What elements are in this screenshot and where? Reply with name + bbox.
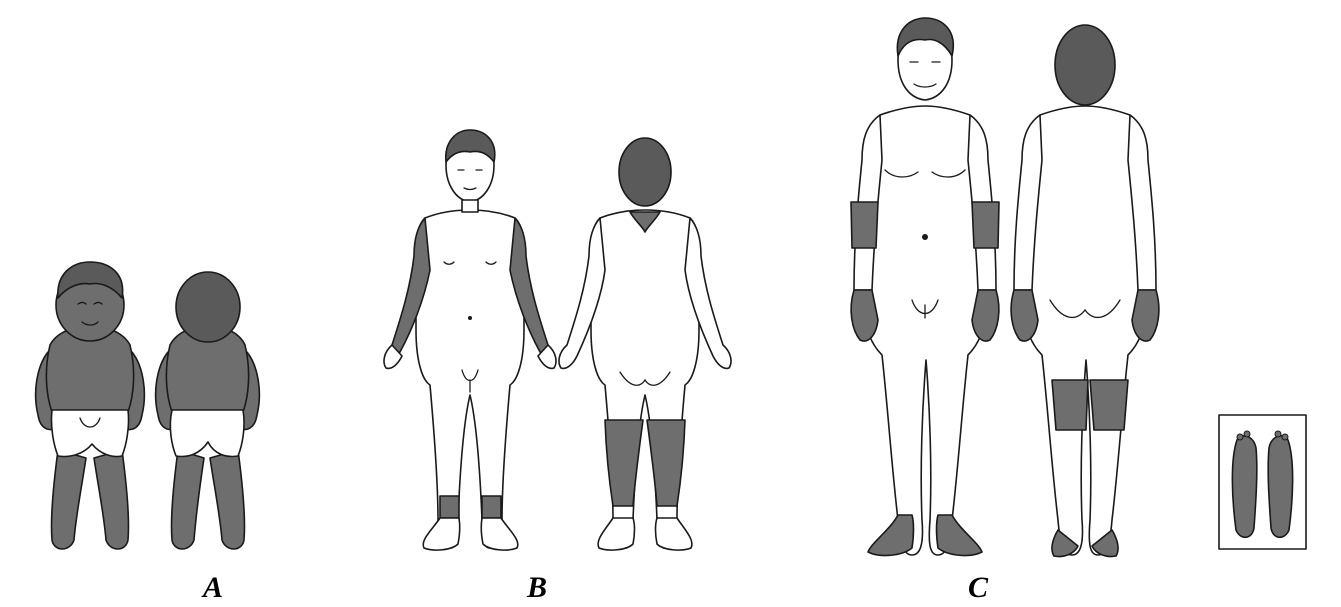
infant-back-head xyxy=(176,272,240,342)
child-front-neck xyxy=(462,200,478,212)
adult-front-right-forearm-band xyxy=(851,202,878,248)
panel-label-c: C xyxy=(968,573,988,603)
child-front-right-ankle xyxy=(440,496,459,518)
infant-front-left-leg xyxy=(94,450,129,549)
child-back-figure xyxy=(559,138,731,550)
adult-back-right-knee-band xyxy=(1052,380,1088,430)
panel-label-a: A xyxy=(203,573,223,603)
right-sole xyxy=(1232,436,1256,537)
child-back-legs-affected xyxy=(605,420,685,506)
adult-front-right-hand xyxy=(851,290,878,341)
panel-b-child xyxy=(384,130,731,550)
adult-front-body xyxy=(864,106,986,555)
infant-front-diaper xyxy=(51,410,128,457)
adult-back-body xyxy=(1024,106,1146,555)
child-front-left-ankle xyxy=(482,496,501,518)
adult-front-left-foot xyxy=(937,515,983,555)
adult-front-left-hand xyxy=(972,290,999,341)
child-front-left-foot xyxy=(481,518,517,550)
child-back-head xyxy=(619,138,671,206)
child-front-body xyxy=(416,210,524,548)
adult-back-left-knee-band xyxy=(1090,380,1128,430)
child-front-right-foot xyxy=(423,518,459,550)
panel-label-b: B xyxy=(527,573,547,603)
adult-back-figure xyxy=(1011,25,1159,557)
adult-back-head xyxy=(1055,25,1115,105)
infant-front-figure xyxy=(36,262,145,549)
adult-back-left-hand xyxy=(1132,290,1159,341)
panel-a-infant xyxy=(36,262,260,549)
panel-c-adult xyxy=(851,18,1306,557)
adult-back-right-hand xyxy=(1011,290,1038,341)
child-front-figure xyxy=(384,130,556,550)
child-back-left-foot xyxy=(656,518,692,550)
soles-inset xyxy=(1219,415,1306,549)
adult-front-right-foot xyxy=(868,515,914,555)
adult-front-left-forearm-band xyxy=(972,202,999,248)
left-sole xyxy=(1268,436,1292,537)
infant-back-right-leg xyxy=(171,450,204,549)
infant-front-right-leg xyxy=(51,450,86,549)
infant-back-diaper xyxy=(170,410,244,456)
infant-back-figure xyxy=(156,272,260,549)
infant-back-left-leg xyxy=(210,450,245,549)
child-back-right-foot xyxy=(598,518,634,550)
adult-front-figure xyxy=(851,18,999,555)
